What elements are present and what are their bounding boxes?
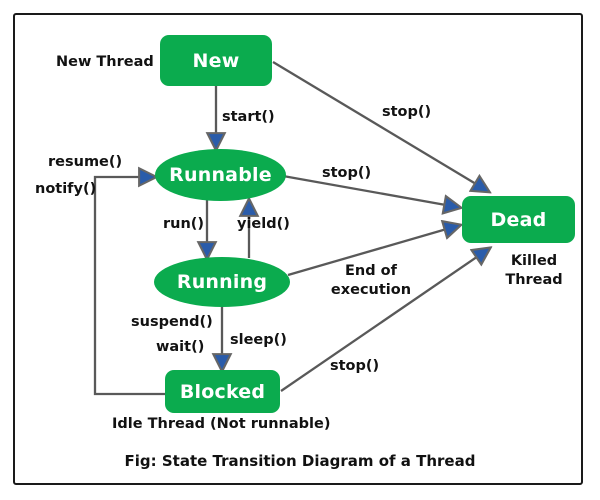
- state-node-running-label: Running: [176, 271, 268, 293]
- state-node-new-label: New: [192, 49, 240, 72]
- edge-label-suspend: suspend(): [131, 314, 213, 330]
- edge-blocked-to-runnable: [93, 177, 168, 396]
- state-node-blocked[interactable]: Blocked: [165, 370, 280, 413]
- figure-caption: Fig: State Transition Diagram of a Threa…: [124, 452, 476, 470]
- edge-runnable-to-dead: [282, 174, 457, 207]
- state-node-blocked-label: Blocked: [179, 380, 266, 403]
- diagram-frame: [13, 13, 583, 485]
- edge-label-sleep: sleep(): [230, 332, 287, 348]
- edge-label-end-of-execution: End of execution: [330, 263, 412, 298]
- edge-label-yield: yield(): [237, 216, 290, 232]
- edge-running-to-dead: [287, 226, 457, 277]
- state-node-runnable-label: Runnable: [169, 164, 272, 186]
- annotation-killed-thread: Killed Thread: [505, 253, 563, 288]
- edge-new-to-dead: [272, 61, 486, 190]
- annotation-new-thread: New Thread: [56, 54, 154, 70]
- edge-label-resume: resume(): [48, 154, 123, 170]
- state-node-dead-label: Dead: [490, 208, 547, 231]
- state-node-dead[interactable]: Dead: [462, 196, 575, 243]
- edge-label-stop-runnable-dead: stop(): [322, 165, 372, 181]
- state-node-new[interactable]: New: [160, 35, 272, 86]
- edge-label-stop-blocked-dead: stop(): [330, 358, 380, 374]
- edge-blocked-to-dead: [280, 250, 487, 392]
- edge-label-notify: notify(): [35, 181, 97, 197]
- edge-label-start: start(): [222, 109, 275, 125]
- state-node-runnable[interactable]: Runnable: [155, 149, 286, 201]
- annotation-idle-thread: Idle Thread (Not runnable): [112, 416, 331, 432]
- state-node-running[interactable]: Running: [154, 257, 290, 307]
- edge-label-run: run(): [163, 216, 205, 232]
- edge-label-wait: wait(): [156, 339, 205, 355]
- edge-label-stop-new-dead: stop(): [382, 104, 432, 120]
